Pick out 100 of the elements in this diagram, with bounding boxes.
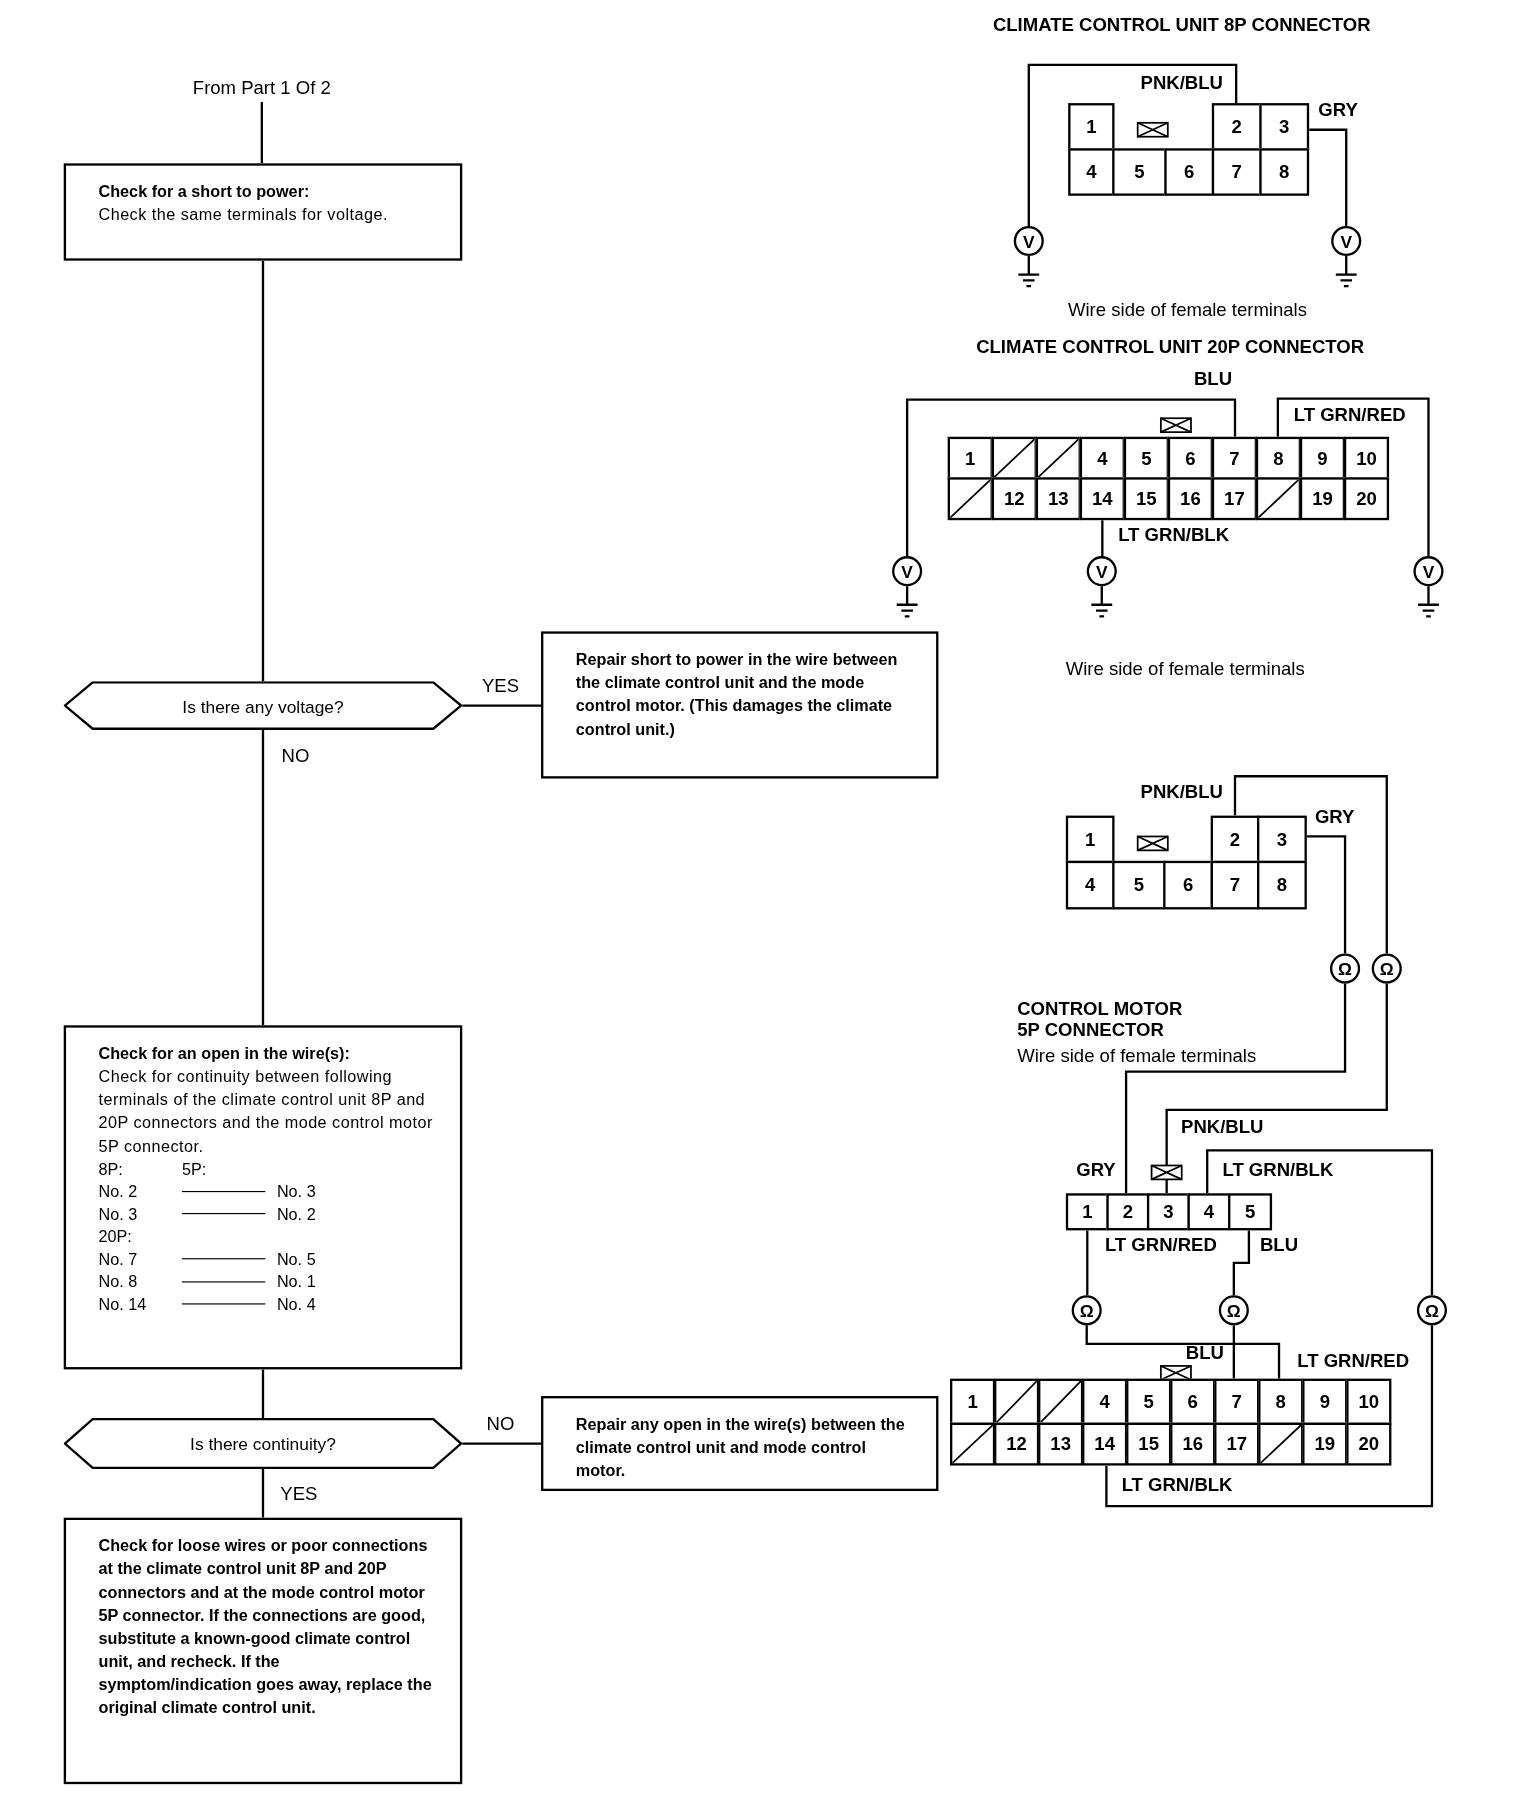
connector-line <box>261 1469 265 1518</box>
wire-color-label: LT GRN/BLK <box>1222 1159 1334 1181</box>
wire <box>1276 397 1430 557</box>
pin-cell: 5 <box>1123 436 1169 480</box>
pin-cell: 15 <box>1123 477 1169 521</box>
connector-line <box>462 704 542 707</box>
wire-color-label: PNK/BLU <box>1140 73 1223 94</box>
process-box <box>541 1396 939 1492</box>
wire-color-label: LT GRN/BLK <box>1121 1474 1233 1496</box>
pin-cell: 12 <box>994 1422 1040 1466</box>
decision-shape <box>63 681 463 730</box>
wire <box>1232 1325 1235 1379</box>
table-text: No. 8 <box>98 1271 139 1293</box>
pin-cell: 1 <box>1068 103 1115 151</box>
wire <box>905 398 1237 557</box>
meter-symbol: V <box>1413 556 1444 587</box>
connector-line <box>261 729 265 1026</box>
body-text: Repair any open in the wire(s) between the climate control unit and mode control motor. <box>575 1413 906 1482</box>
meter-symbol: V <box>1013 225 1044 257</box>
pin-cell: 4 <box>1065 860 1115 910</box>
wire-color-label: LT GRN/RED <box>1293 404 1406 426</box>
wire-color-label: PNK/BLU <box>1181 1116 1264 1138</box>
start-label: From Part 1 Of 2 <box>169 74 355 102</box>
decision-text: Is there continuity? <box>190 1433 336 1454</box>
meter-symbol: V <box>892 556 923 587</box>
table-text: No. 1 <box>276 1271 316 1293</box>
pin-cell: 6 <box>1167 436 1213 480</box>
connector-title: CLIMATE CONTROL UNIT 20P CONNECTOR <box>976 337 1365 358</box>
wire-color-label: BLU <box>1193 368 1233 390</box>
connector-line <box>261 1369 265 1419</box>
pin-cell: 9 <box>1299 436 1346 480</box>
blank-cavity <box>950 1422 996 1466</box>
table-text: No. 5 <box>276 1248 316 1271</box>
meter-symbol: Ω <box>1416 1295 1447 1326</box>
pin-cell: 7 <box>1211 148 1262 196</box>
blank-cavity <box>994 1378 1040 1425</box>
wire-color-label: LT GRN/BLK <box>1118 524 1230 546</box>
wire-color-label: PNK/BLU <box>1140 782 1223 803</box>
wire-color-label: GRY <box>1318 99 1358 121</box>
meter-symbol: Ω <box>1071 1295 1102 1326</box>
pin-cell: 6 <box>1163 860 1213 910</box>
pin-cell: 4 <box>1187 1193 1231 1231</box>
pin-cell: 4 <box>1079 436 1125 480</box>
pin-cell: 6 <box>1170 1378 1216 1425</box>
table-text: 8P: <box>98 1158 124 1180</box>
meter-symbol: V <box>1331 225 1362 257</box>
pin-cell: 20 <box>1343 477 1390 521</box>
pin-cell: 7 <box>1214 1378 1260 1425</box>
table-text: No. 2 <box>276 1203 316 1226</box>
pin-cell: 4 <box>1082 1378 1128 1425</box>
view-note: Wire side of female terminals <box>1065 659 1305 681</box>
pin-cell: 8 <box>1259 148 1310 196</box>
wire <box>1232 1230 1251 1296</box>
table-text: 5P: <box>181 1158 207 1180</box>
wire-color-label: BLU <box>1185 1342 1224 1364</box>
wire-color-label: LT GRN/RED <box>1297 1350 1410 1372</box>
pin-cell: 13 <box>1035 477 1081 521</box>
blank-cavity <box>947 477 993 521</box>
meter-symbol: Ω <box>1330 953 1361 984</box>
pin-cell: 8 <box>1258 1378 1304 1425</box>
pin-cell: 13 <box>1038 1422 1084 1466</box>
table-text: No. 3 <box>98 1203 139 1226</box>
pin-cell: 14 <box>1079 477 1125 521</box>
pin-cell: 14 <box>1082 1422 1128 1466</box>
pin-cell: 8 <box>1257 860 1307 910</box>
wire <box>1124 983 1347 1194</box>
table-text: No. 3 <box>276 1181 316 1203</box>
pin-cell: 1 <box>950 1378 996 1425</box>
connector-line <box>462 1442 542 1445</box>
pin-cell: 5 <box>1112 860 1166 910</box>
pin-cell: 9 <box>1302 1378 1348 1425</box>
pin-cell: 19 <box>1302 1422 1348 1466</box>
pin-cell: 10 <box>1346 1378 1392 1425</box>
blank-cavity <box>1035 436 1081 480</box>
pin-cell: 3 <box>1146 1193 1190 1231</box>
decision-text: Is there any voltage? <box>182 695 344 716</box>
wire <box>1165 983 1388 1194</box>
connector-line <box>261 260 265 682</box>
pin-cell: 10 <box>1343 436 1390 480</box>
process-box <box>541 631 939 779</box>
connector-title: CONTROL MOTOR 5P CONNECTOR <box>1017 998 1184 1041</box>
table-text: No. 2 <box>98 1181 139 1203</box>
heading-text: Check for a short to power: <box>98 180 311 203</box>
meter-symbol: Ω <box>1218 1295 1249 1326</box>
wire <box>1085 1325 1281 1379</box>
wire <box>1027 63 1238 226</box>
pin-cell: 2 <box>1211 103 1262 151</box>
body-text: Repair short to power in the wire between the climate control unit and the mode control motor. (This damages the climate control unit.) <box>575 648 899 740</box>
body-text: Check for loose wires or poor connections at the climate control unit 8P and 20P connectors and at the mode control motor 5P connector. If the connections are good, substitute a known-good climate control unit, and recheck. If the symptom/indication goes away, replace the original climate control unit. <box>98 1535 433 1719</box>
wire <box>1101 520 1104 557</box>
table-text: No. 14 <box>98 1293 148 1316</box>
pin-cell: 17 <box>1211 477 1257 521</box>
connector-title: CLIMATE CONTROL UNIT 8P CONNECTOR <box>992 15 1371 36</box>
pin-cell: 7 <box>1211 436 1257 480</box>
heading-text: Check for an open in the wire(s): <box>98 1042 351 1065</box>
pin-cell: 1 <box>947 436 993 480</box>
blank-cavity <box>1255 477 1302 521</box>
table-text: No. 4 <box>276 1293 316 1316</box>
decision-shape <box>63 1418 463 1469</box>
pin-cell: 20 <box>1346 1422 1392 1466</box>
